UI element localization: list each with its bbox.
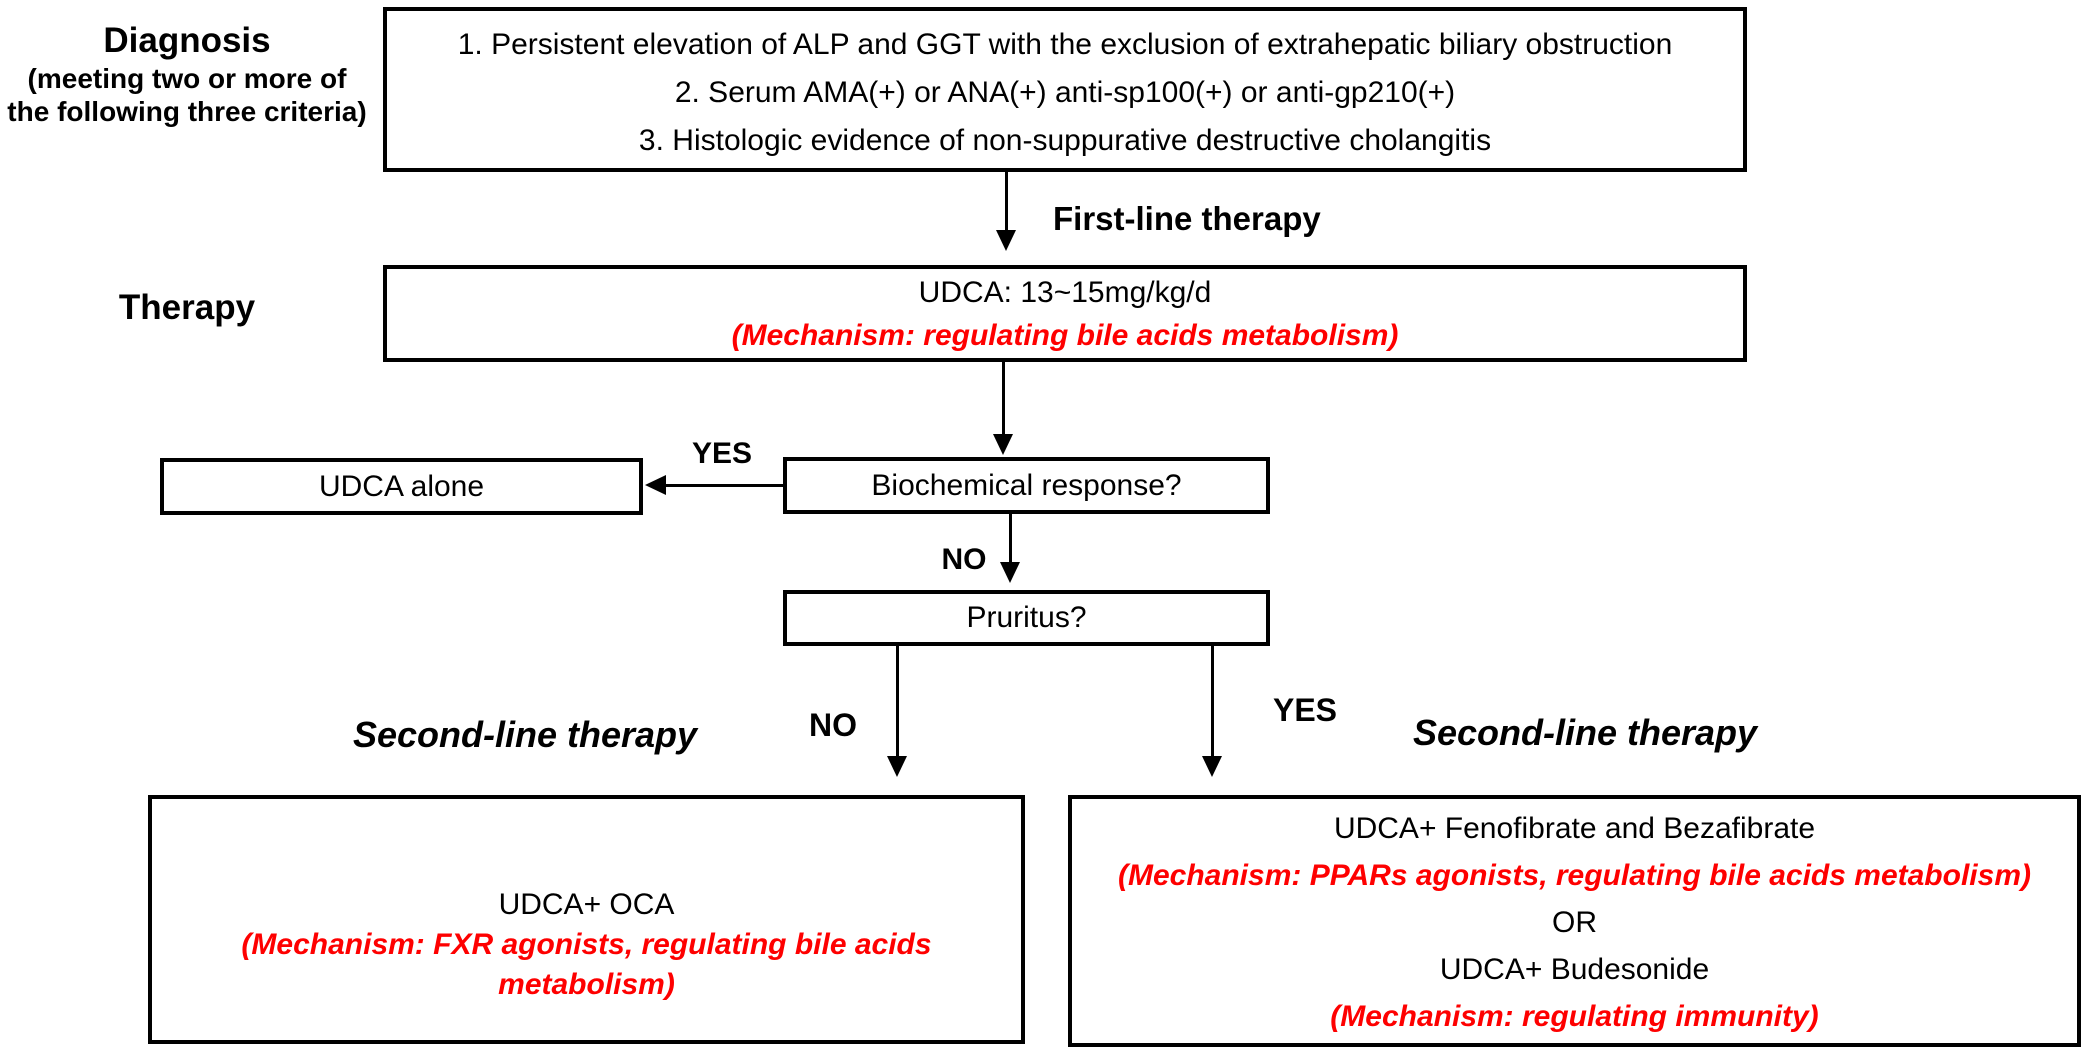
diagnosis-title: Diagnosis: [103, 21, 271, 60]
criterion-1: 1. Persistent elevation of ALP and GGT w…: [457, 28, 1673, 61]
biochemical-response-box: Biochemical response?: [783, 457, 1270, 514]
pruritus-box: Pruritus?: [783, 590, 1270, 646]
first-line-mechanism: (Mechanism: regulating bile acids metabo…: [731, 318, 1399, 352]
second-line-left-mechanism-line1: (Mechanism: FXR agonists, regulating bil…: [241, 928, 932, 961]
arrow-first-line-shaft: [1005, 172, 1008, 232]
second-line-no-pruritus-box: UDCA+ OCA (Mechanism: FXR agonists, regu…: [148, 795, 1025, 1044]
arrow-pruritus-shaft: [1009, 514, 1012, 564]
therapy-label: Therapy: [118, 288, 256, 327]
first-line-therapy-label: First-line therapy: [1053, 200, 1321, 237]
arrow-second-line-left-head: [887, 756, 907, 777]
second-line-left-mechanism-line2: metabolism): [498, 968, 675, 1001]
second-line-right-or: OR: [1552, 906, 1597, 939]
diagnosis-subtitle-line1: (meeting two or more of: [27, 63, 347, 94]
yes-pruritus-label: YES: [1272, 692, 1338, 728]
arrow-second-line-right-head: [1202, 756, 1222, 777]
no-pruritus-label: NO: [809, 707, 857, 743]
arrow-first-line-head: [996, 230, 1016, 251]
udca-alone-text: UDCA alone: [318, 469, 485, 503]
arrow-biochemical-shaft: [1002, 362, 1005, 436]
arrow-biochemical-head: [993, 434, 1013, 455]
pruritus-question: Pruritus?: [966, 601, 1087, 634]
second-line-pruritus-box: UDCA+ Fenofibrate and Bezafibrate (Mecha…: [1068, 795, 2081, 1047]
arrow-pruritus-head: [1000, 562, 1020, 583]
second-line-left-label: Second-line therapy: [352, 714, 698, 755]
first-line-therapy-box: UDCA: 13~15mg/kg/d (Mechanism: regulatin…: [383, 265, 1747, 362]
no-biochemical-label: NO: [941, 543, 987, 576]
criterion-3: 3. Histologic evidence of non-suppurativ…: [638, 124, 1492, 157]
second-line-left-drug: UDCA+ OCA: [498, 888, 675, 921]
biochemical-response-question: Biochemical response?: [871, 468, 1182, 502]
second-line-right-drug1: UDCA+ Fenofibrate and Bezafibrate: [1333, 812, 1816, 845]
second-line-right-label: Second-line therapy: [1412, 712, 1758, 753]
diagnosis-label: Diagnosis (meeting two or more of the fo…: [7, 20, 366, 128]
diagnosis-criteria-box: 1. Persistent elevation of ALP and GGT w…: [383, 7, 1747, 172]
arrow-udca-alone-shaft: [660, 484, 783, 487]
criterion-2: 2. Serum AMA(+) or ANA(+) anti-sp100(+) …: [674, 76, 1456, 109]
arrow-second-line-right-shaft: [1211, 646, 1214, 758]
arrow-second-line-left-shaft: [896, 646, 899, 758]
second-line-right-mechanism2: (Mechanism: regulating immunity): [1330, 1000, 1819, 1033]
first-line-drug: UDCA: 13~15mg/kg/d: [918, 275, 1212, 309]
udca-alone-box: UDCA alone: [160, 458, 643, 515]
second-line-right-mechanism1: (Mechanism: PPARs agonists, regulating b…: [1118, 859, 2031, 892]
diagnosis-subtitle-line2: the following three criteria): [7, 96, 367, 127]
second-line-right-drug2: UDCA+ Budesonide: [1439, 953, 1710, 986]
yes-biochemical-label: YES: [691, 437, 753, 470]
arrow-udca-alone-head: [645, 475, 666, 495]
